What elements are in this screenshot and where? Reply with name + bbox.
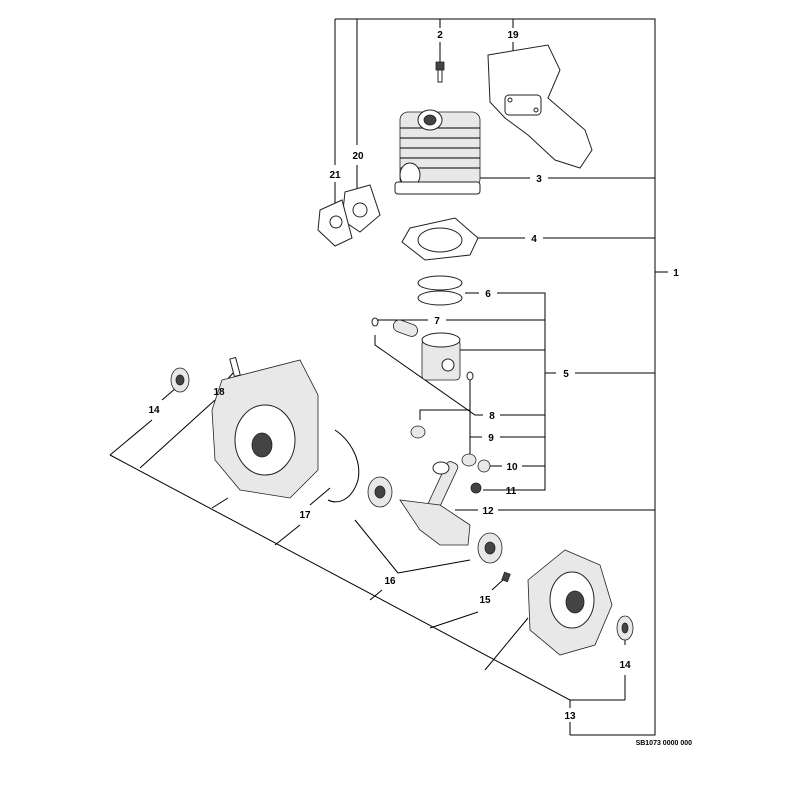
callout-19: 19 [507,30,519,41]
gasket-19-shape [487,44,593,169]
reference-code: SB1073 0000 000 [636,740,693,747]
callout-10: 10 [506,462,518,473]
piston-group-shape [371,317,474,381]
callout-9: 9 [488,433,494,444]
callout-5: 5 [563,369,569,380]
callout-7: 7 [434,316,440,327]
callout-4: 4 [531,234,537,245]
bolt-2-shape [435,61,445,83]
callout-labels: 1 2 3 4 5 6 7 8 9 10 11 12 13 14 14 15 1… [148,30,692,747]
cylinder-3-shape [394,109,481,195]
bearings-shape [410,425,491,494]
callout-16: 16 [384,576,396,587]
callout-11: 11 [506,486,517,497]
gasket-4-shape [401,217,479,261]
callout-1: 1 [673,268,679,279]
callout-18: 18 [213,387,225,398]
leader-lines [109,18,668,736]
crankcase-right-13-shape [501,549,634,656]
callout-12: 12 [482,506,494,517]
callout-21: 21 [329,170,341,181]
callout-14-right: 14 [619,660,631,671]
callout-15: 15 [479,595,491,606]
callout-2: 2 [437,30,443,41]
gasket-17-shape [327,429,360,503]
callout-14-left: 14 [148,405,160,416]
callout-8: 8 [489,411,495,422]
callout-6: 6 [485,289,491,300]
gasket-21-shape [317,199,353,247]
gasket-20-shape [341,184,381,233]
crankcase-left-18-shape [170,356,319,499]
crankshaft-12-shape [367,461,503,564]
callout-20: 20 [352,151,364,162]
callout-13: 13 [564,711,576,722]
callout-3: 3 [536,174,542,185]
callout-17: 17 [299,510,311,521]
piston-rings-6-shape [417,275,463,306]
